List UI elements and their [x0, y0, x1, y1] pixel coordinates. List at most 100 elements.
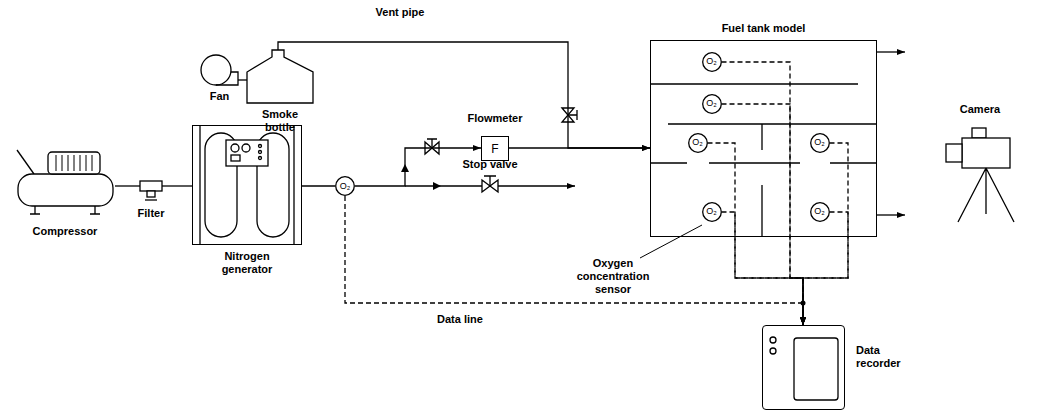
sensor-outline: [688, 133, 707, 152]
data-recorder: Data recorder: [762, 325, 845, 410]
compressor-drawing: [18, 174, 113, 206]
tank-partition: [650, 84, 877, 237]
compressor-drawing: [56, 155, 92, 171]
generator-drawing: [200, 125, 294, 245]
generator-drawing: [242, 144, 250, 152]
pipe-label: Vent pipe: [360, 6, 440, 19]
filter-drawing: [140, 181, 162, 191]
camera: Camera: [945, 122, 1015, 222]
compressor-drawing: [30, 206, 100, 214]
symbol-text: O₂: [814, 207, 825, 216]
fan: Fan: [201, 55, 238, 85]
generator-drawing: [200, 125, 294, 245]
data-line: [722, 62, 804, 325]
flow-arrow: [433, 182, 441, 190]
equipment-label: Flowmeter: [455, 112, 535, 125]
sensor-outline: [702, 202, 721, 221]
data-line: [722, 104, 804, 325]
smoke-bottle-drawing: [247, 50, 313, 103]
camera-drawing: [962, 138, 1010, 168]
compressor-drawing: [17, 150, 113, 214]
oxygen-sensor: O₂: [702, 94, 722, 114]
gas-pipe: [278, 42, 650, 148]
oxygen-sensor: O₂: [810, 133, 830, 153]
sensor-outline: [702, 52, 721, 71]
flowmeter-box: FlowmeterF: [481, 136, 509, 161]
valve-label: Stop valve: [450, 158, 530, 171]
sensor-outline: [336, 177, 355, 196]
data-line: [722, 212, 804, 325]
fan-drawing: [201, 55, 238, 85]
camera-drawing: [958, 168, 1014, 222]
symbol-text: O₂: [706, 207, 717, 216]
stop-valve-symbol: [484, 176, 496, 186]
line-label: Data line: [425, 313, 495, 326]
equipment-label: Camera: [950, 103, 1010, 116]
sensor-outline: [702, 94, 721, 113]
tank-outlet-arrow: [877, 214, 905, 215]
filter-drawing: [145, 199, 157, 200]
data-line: [708, 143, 804, 325]
generator-drawing: [259, 145, 262, 148]
recorder-drawing: [770, 337, 838, 400]
symbol-text: O₂: [706, 57, 717, 66]
gas-pipe: [162, 185, 192, 186]
stop-valve-symbol: [482, 176, 498, 192]
symbol-text: O₂: [340, 182, 351, 191]
camera-drawing: [946, 144, 962, 162]
generator-drawing: [259, 157, 262, 160]
tank-partition: [650, 84, 877, 237]
equipment-label: Filter: [131, 207, 171, 220]
regulating-valve-symbol: [425, 139, 439, 154]
tank-outlet-arrow: [877, 52, 905, 215]
oxygen-sensor: O₂: [702, 202, 722, 222]
compressor-drawing: [48, 152, 100, 174]
callout-label: Oxygen concentration sensor: [565, 257, 661, 296]
filter-drawing: [147, 191, 155, 197]
oxygen-sensor: O₂: [810, 202, 830, 222]
symbol-text: O₂: [814, 138, 825, 147]
sensor-outline: [810, 133, 829, 152]
recorder-drawing: [770, 348, 776, 354]
recorder-drawing: [770, 337, 776, 343]
nitrogen-generator: Nitrogen generator: [192, 125, 302, 245]
symbol-text: F: [491, 143, 498, 155]
fan-drawing: [216, 72, 238, 85]
oxygen-sensor: O₂: [335, 176, 355, 196]
gas-pipe: [509, 147, 650, 148]
symbol-text: O₂: [692, 138, 703, 147]
fuel-tank-box: Fuel tank modelO₂O₂O₂O₂O₂O₂: [650, 40, 877, 237]
sensor-outline: [810, 202, 829, 221]
oxygen-sensor: O₂: [702, 52, 722, 72]
recorder-drawing: [794, 338, 838, 400]
gas-pipe: [302, 185, 335, 186]
oxygen-sensor: O₂: [688, 133, 708, 153]
compressor-drawing: [17, 150, 34, 174]
gas-pipe: [115, 185, 140, 186]
flow-arrow: [401, 164, 441, 190]
smoke-bottle-drawing: [247, 50, 313, 103]
equipment-label: Data recorder: [856, 344, 916, 370]
filter-drawing: [140, 181, 162, 200]
generator-drawing: [226, 140, 268, 166]
equipment-label: Compressor: [20, 225, 110, 238]
camera-drawing: [946, 128, 1014, 222]
generator-drawing: [259, 151, 262, 154]
equipment-label: Smoke bottle: [250, 108, 310, 134]
tank-outlet-arrow: [877, 51, 905, 52]
equipment-label: Fan: [200, 90, 240, 103]
equipment-label: Nitrogen generator: [207, 250, 287, 276]
data-line: [803, 212, 848, 325]
equipment-label: Fuel tank model: [694, 22, 834, 35]
data-line: [803, 143, 848, 325]
smoke-bottle: Smoke bottle: [247, 50, 313, 103]
vent-valve-symbol: [562, 108, 577, 122]
gas-pipe: [355, 148, 481, 186]
regulating-valve-symbol: [427, 139, 437, 148]
camera-drawing: [972, 128, 986, 138]
symbol-text: O₂: [706, 99, 717, 108]
data-line: [345, 196, 803, 325]
illustration: [17, 50, 1014, 400]
